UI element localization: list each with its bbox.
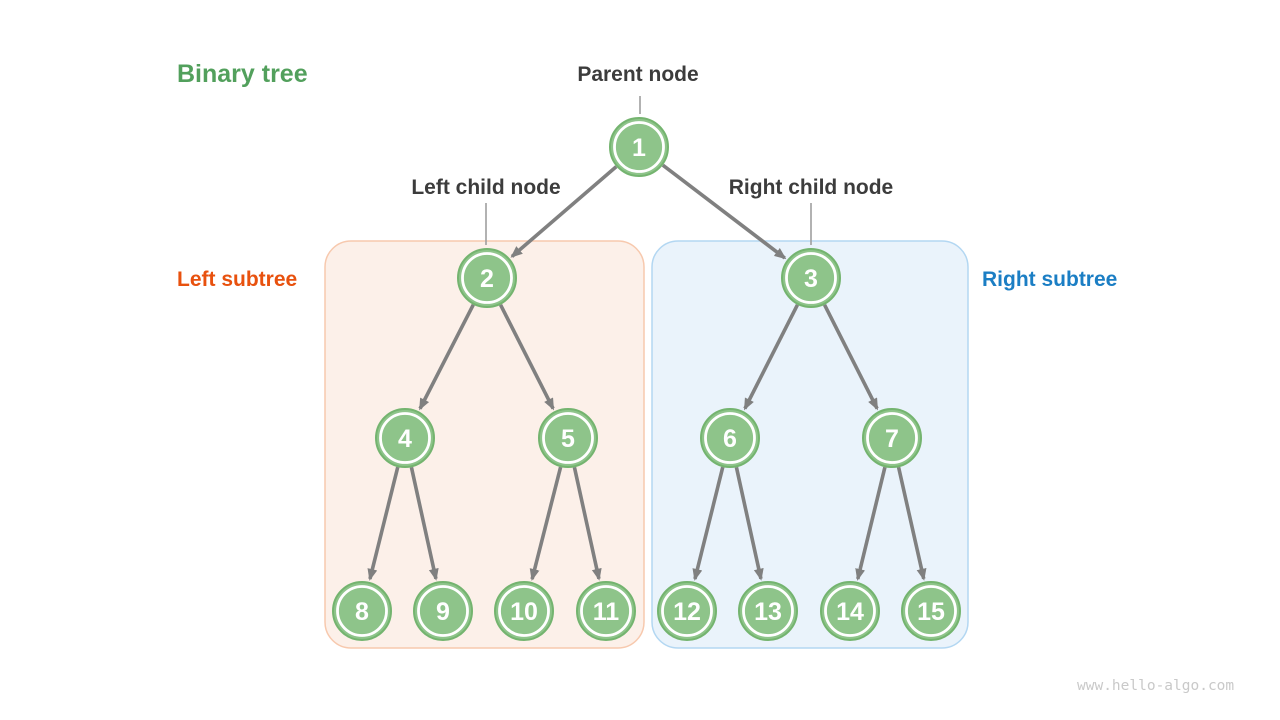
edge-2-4: [418, 303, 475, 411]
node-value: 15: [917, 598, 945, 626]
node-circle: [332, 581, 392, 641]
node-circle: [413, 581, 473, 641]
node-inner-ring: [866, 412, 918, 464]
node-inner-ring: [580, 585, 632, 637]
subtree-boxes: [324, 240, 969, 649]
left-subtree-label: Left subtree: [177, 268, 297, 291]
node-value: 3: [804, 265, 818, 293]
node-circle: [538, 408, 598, 468]
tree-node-13: 13: [738, 581, 798, 641]
node-inner-ring: [417, 585, 469, 637]
node-circle: [609, 117, 669, 177]
node-inner-ring: [498, 585, 550, 637]
node-circle: [781, 248, 841, 308]
node-value: 2: [480, 265, 494, 293]
node-inner-ring: [742, 585, 794, 637]
edge-2-5: [498, 303, 555, 411]
node-value: 14: [836, 598, 864, 626]
right-child-node-label: Right child node: [729, 176, 893, 199]
tree-node-15: 15: [901, 581, 961, 641]
node-circle: [375, 408, 435, 468]
node-inner-ring: [704, 412, 756, 464]
tree-node-8: 8: [332, 581, 392, 641]
node-inner-ring: [824, 585, 876, 637]
edge-5-11: [572, 466, 602, 581]
node-circle: [494, 581, 554, 641]
tree-node-10: 10: [494, 581, 554, 641]
tree-node-11: 11: [576, 581, 636, 641]
node-circle: [457, 248, 517, 308]
node-inner-ring: [542, 412, 594, 464]
node-circle: [576, 581, 636, 641]
node-circle: [738, 581, 798, 641]
page-title: Binary tree: [177, 60, 308, 88]
tree-node-9: 9: [413, 581, 473, 641]
edge-3-7: [822, 303, 879, 411]
parent-node-label: Parent node: [577, 63, 698, 86]
tree-node-4: 4: [375, 408, 435, 468]
node-value: 12: [673, 598, 701, 626]
node-circle: [901, 581, 961, 641]
node-inner-ring: [661, 585, 713, 637]
node-circle: [700, 408, 760, 468]
right-subtree-label: Right subtree: [982, 268, 1117, 291]
tree-node-12: 12: [657, 581, 717, 641]
edge-5-10: [529, 466, 563, 581]
node-value: 11: [593, 598, 620, 626]
edge-6-12: [692, 466, 725, 581]
edge-1-3: [661, 163, 787, 260]
edge-4-8: [367, 466, 400, 581]
node-value: 9: [436, 598, 450, 626]
watermark: www.hello-algo.com: [1077, 678, 1234, 694]
right-subtree-box: [651, 240, 969, 649]
left-subtree-box: [324, 240, 645, 649]
edge-6-13: [734, 466, 764, 581]
node-circle: [657, 581, 717, 641]
edge-7-14: [855, 466, 887, 581]
left-child-node-label: Left child node: [411, 176, 560, 199]
edge-4-9: [409, 466, 439, 581]
tree-node-7: 7: [862, 408, 922, 468]
node-value: 13: [754, 598, 782, 626]
tree-node-2: 2: [457, 248, 517, 308]
node-inner-ring: [379, 412, 431, 464]
node-circle: [862, 408, 922, 468]
label-connector-lines: [485, 96, 812, 245]
tree-node-6: 6: [700, 408, 760, 468]
node-value: 7: [885, 425, 899, 453]
node-inner-ring: [461, 252, 513, 304]
edge-3-6: [743, 303, 800, 411]
node-inner-ring: [785, 252, 837, 304]
edge-7-15: [896, 466, 927, 581]
tree-node-1: 1: [609, 117, 669, 177]
edge-1-2: [510, 165, 618, 258]
node-value: 1: [632, 134, 646, 162]
node-value: 10: [510, 598, 538, 626]
node-value: 6: [723, 425, 737, 453]
tree-edges: [367, 163, 927, 581]
tree-node-5: 5: [538, 408, 598, 468]
node-value: 5: [561, 425, 575, 453]
tree-node-3: 3: [781, 248, 841, 308]
tree-node-14: 14: [820, 581, 880, 641]
node-circle: [820, 581, 880, 641]
node-value: 4: [398, 425, 412, 453]
node-inner-ring: [336, 585, 388, 637]
node-value: 8: [355, 598, 369, 626]
node-inner-ring: [613, 121, 665, 173]
node-inner-ring: [905, 585, 957, 637]
